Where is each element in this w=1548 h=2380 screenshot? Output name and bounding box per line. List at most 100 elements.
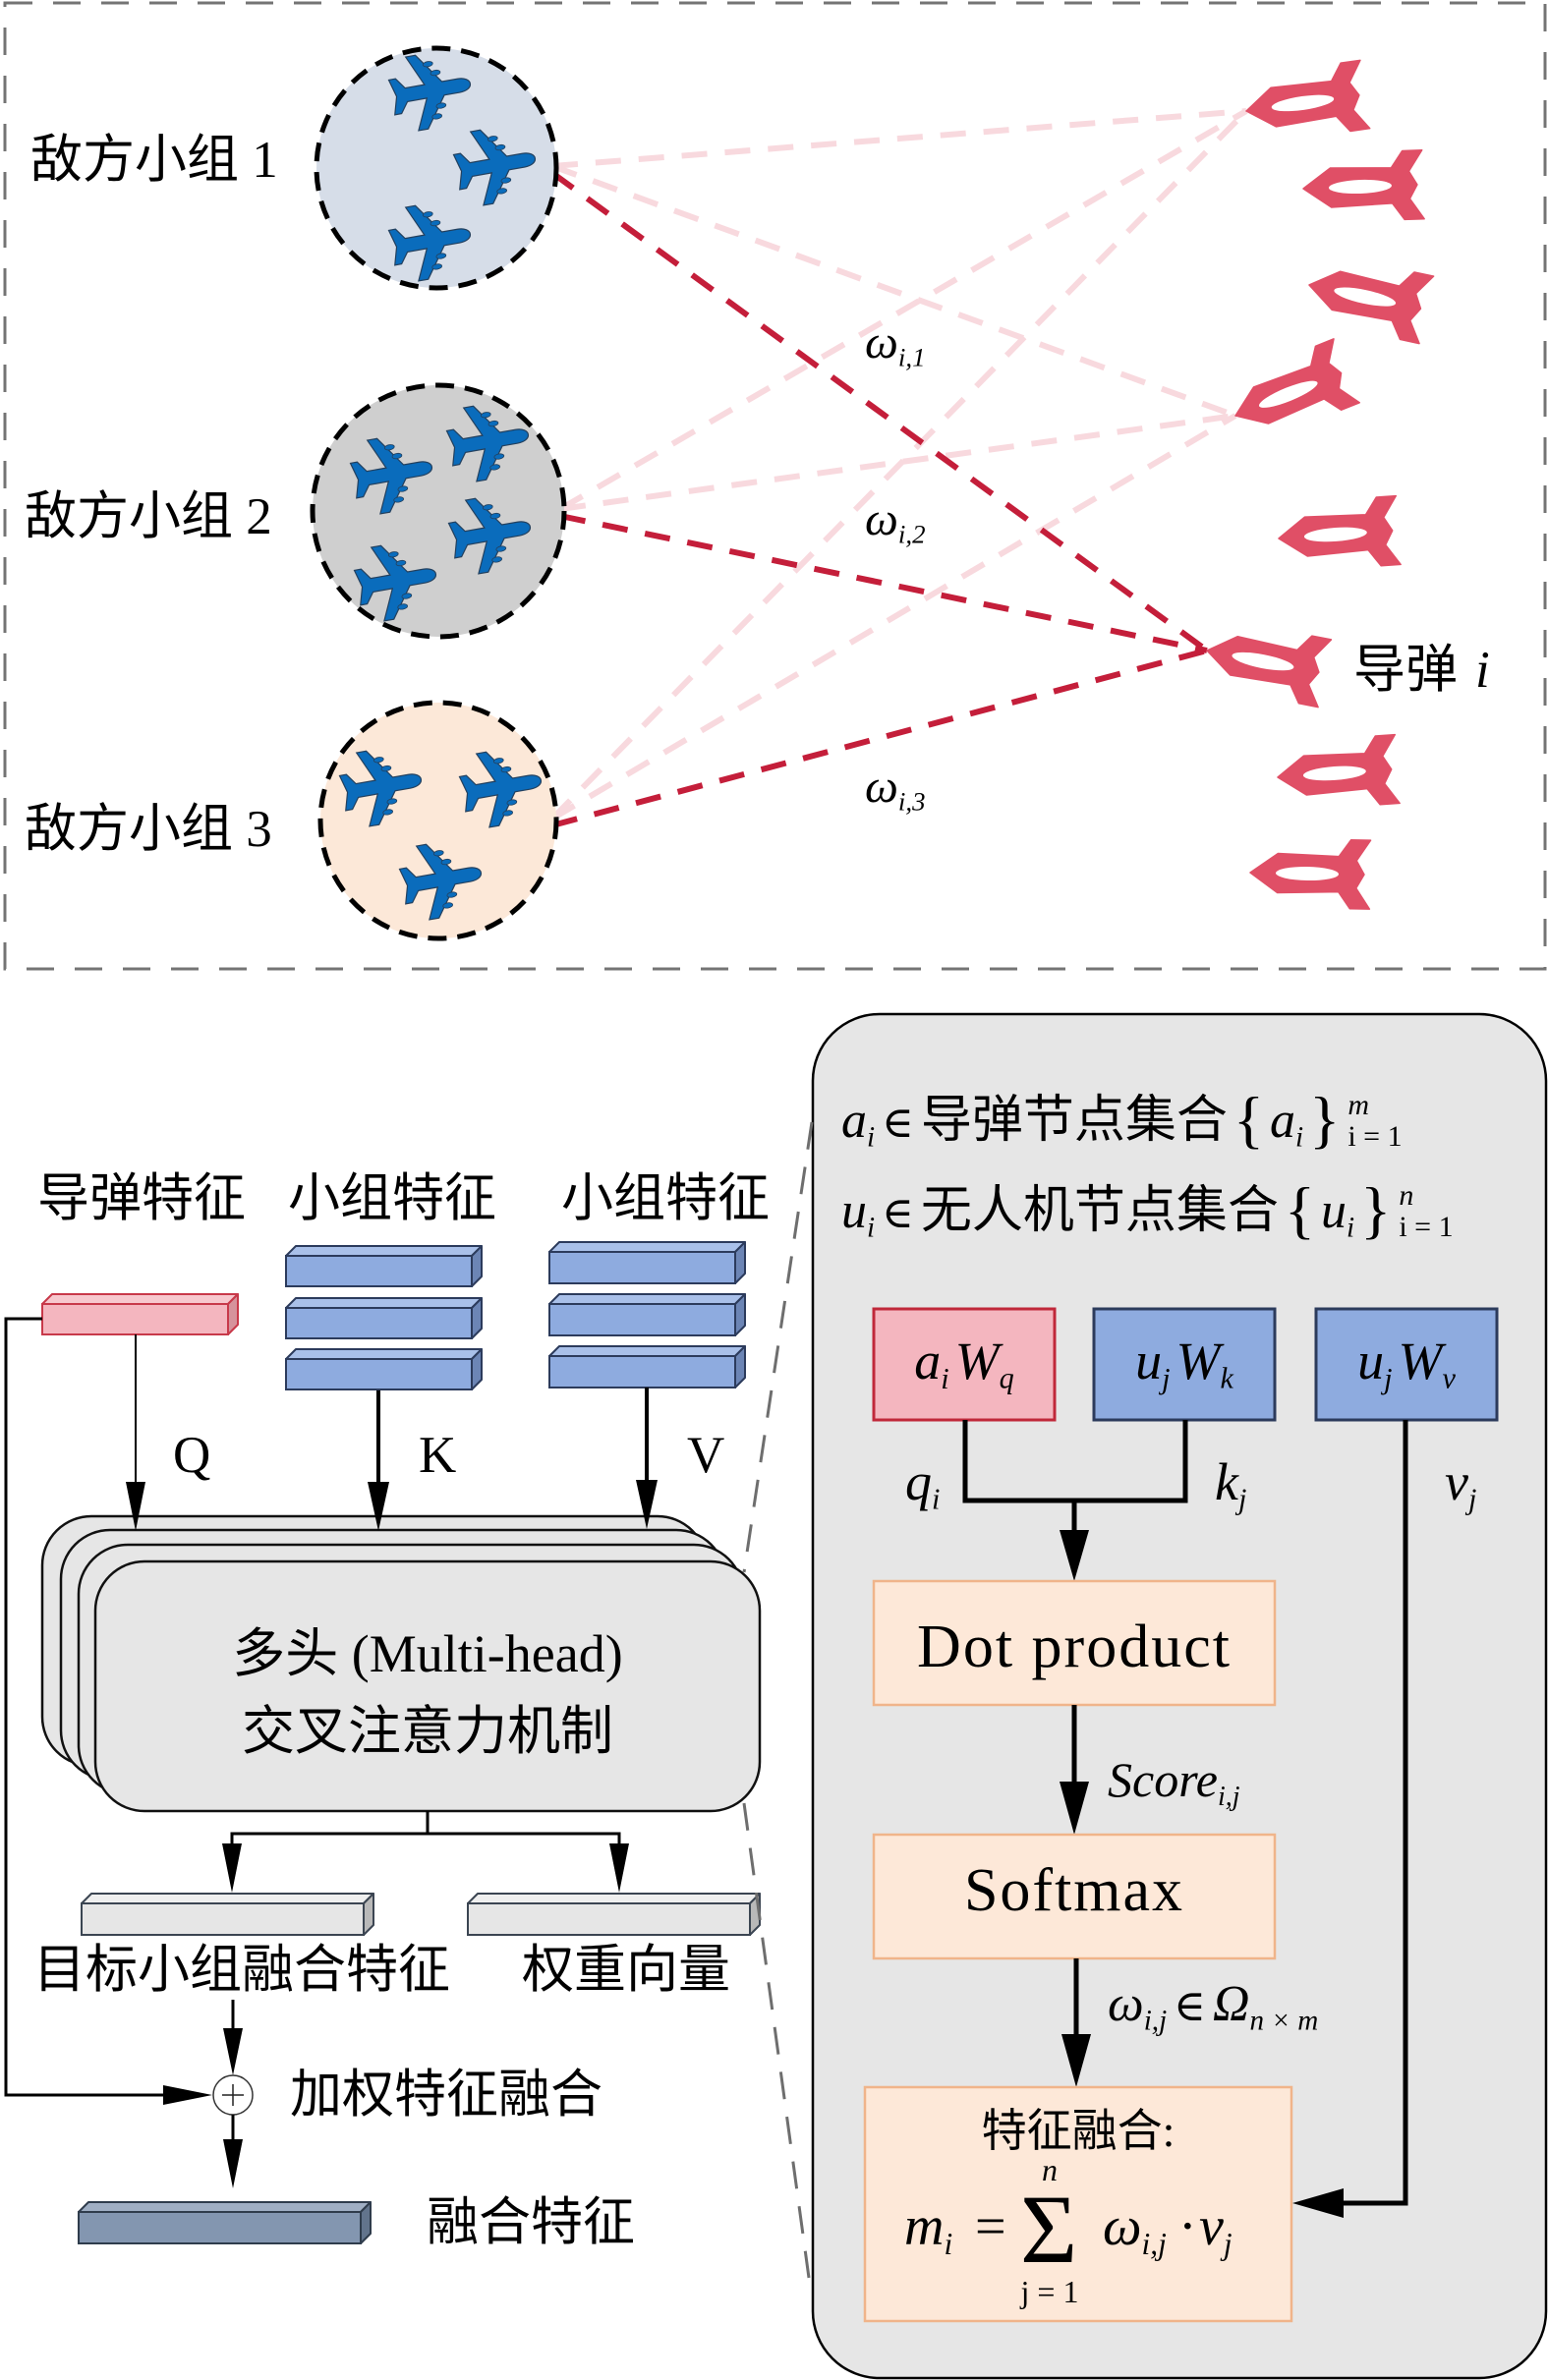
aircraft-engine (495, 545, 507, 552)
missile-icon (1249, 839, 1372, 910)
missile-window (1303, 527, 1367, 542)
set-upper-bound: n (1399, 1179, 1414, 1213)
arrow-head (126, 1482, 145, 1531)
weight-label-group-1: ωi,1 (865, 313, 926, 372)
aircraft-icon (445, 405, 530, 482)
aircraft-silhouette (387, 54, 472, 132)
set-lower-bound: i = 1 (1399, 1211, 1454, 1244)
aircraft-silhouette (447, 497, 532, 575)
weight-set-dims: n × m (1249, 2005, 1319, 2037)
set-var: u (1321, 1183, 1347, 1240)
bar-top-face (285, 1297, 483, 1309)
term-var: ω (1103, 2196, 1142, 2257)
weight-vector-bar (467, 1893, 761, 1936)
residual-arrow-head (163, 2085, 212, 2105)
group-feature-vector-value (548, 1345, 746, 1388)
target-missile-text: 导弹 (1353, 642, 1458, 699)
formula-dot: · (1178, 2196, 1197, 2257)
proj-vector: u (1135, 1332, 1163, 1390)
aircraft-engine (446, 891, 458, 898)
weighted-sum-operator-icon (212, 2074, 254, 2116)
arrow-head (636, 1480, 658, 1529)
arrow-head (1060, 1782, 1089, 1835)
formula-lhs: mi (904, 2195, 952, 2259)
value-sub: j (1223, 2227, 1233, 2262)
weak-link-line (549, 108, 1249, 822)
set-close-brace: } (1360, 1175, 1392, 1246)
aircraft-engine (500, 765, 512, 773)
aircraft-engine (494, 143, 506, 151)
aircraft-engine (387, 551, 399, 558)
set-var-index: i (1295, 1121, 1304, 1154)
bar-front-face (548, 1251, 736, 1284)
to-weight-vector-arrow (609, 1834, 629, 1893)
aircraft-engine (442, 902, 454, 909)
bar-top-face (285, 1245, 483, 1257)
strong-link-line (551, 648, 1208, 828)
query-stream-label: Q (173, 1427, 211, 1484)
attention-head-front-box (93, 1559, 762, 1813)
arrow-head (368, 1482, 389, 1531)
aircraft-engine (395, 559, 407, 567)
summation-lower-limit: j = 1 (1020, 2274, 1079, 2309)
proj-vector-sub: j (1162, 1361, 1171, 1395)
arrow-head (223, 2139, 243, 2188)
fusion-formula: mi = Σ n j = 1 ωi,j · vj (865, 2152, 1291, 2319)
output-sub: j (1237, 1482, 1247, 1516)
output-var: v (1445, 1452, 1468, 1511)
enemy-group-3-label: 敌方小组 3 (25, 801, 272, 858)
group-feature-vector-value (548, 1293, 746, 1336)
aircraft-icon (338, 750, 423, 827)
missile-icon (1277, 733, 1401, 806)
group-feature-vector-key (285, 1245, 483, 1287)
proj-vector: u (1357, 1332, 1385, 1390)
value-projection-box (1314, 1307, 1499, 1422)
strong-link-line (559, 513, 1208, 653)
to-fused-feature-arrow (223, 2115, 243, 2188)
set-var-index: i (1347, 1212, 1355, 1244)
missile-feature-label: 导弹特征 (37, 1170, 246, 1227)
query-output-label: qi (905, 1450, 940, 1514)
aircraft-engine (432, 850, 444, 857)
missile-window (1258, 380, 1318, 408)
key-projection-box (1092, 1307, 1277, 1422)
weight-subscript: i,3 (897, 786, 926, 817)
aircraft-engine (382, 809, 394, 816)
aircraft-silhouette (398, 843, 483, 921)
bar-front-face (467, 1902, 751, 1936)
operator-plus (222, 2084, 244, 2106)
value-path-line (1337, 1420, 1408, 2206)
bar-top-face (285, 1348, 483, 1360)
aircraft-engine (435, 253, 447, 259)
value-output-label: vj (1445, 1450, 1476, 1514)
aircraft-engine (500, 177, 512, 184)
target-missile-icon (1206, 635, 1333, 708)
aircraft-engine (397, 485, 409, 492)
set-var: a (1270, 1093, 1296, 1150)
to-fused-group-feature-arrow (222, 1834, 242, 1893)
set-close-brace: } (1309, 1085, 1341, 1156)
bar-front-face (548, 1355, 736, 1388)
aircraft-icon (458, 751, 543, 828)
zoom-connector-bottom (742, 1802, 811, 2279)
bar-front-face (41, 1303, 229, 1335)
group-feature-label-value: 小组特征 (561, 1170, 770, 1227)
weak-link-line (550, 163, 1237, 419)
aircraft-icon (452, 129, 537, 206)
aircraft-engine (502, 810, 514, 817)
proj-vector-sub: j (1384, 1361, 1393, 1395)
aircraft-engine (480, 412, 491, 419)
missile-window (1302, 765, 1366, 781)
aircraft-engine (440, 858, 452, 866)
formula-weight-term: ωi,j (1103, 2195, 1167, 2259)
weight-symbol: ω (865, 316, 898, 368)
missile-window (1271, 94, 1335, 112)
aircraft-silhouette (458, 751, 543, 828)
arrow-head (222, 1843, 242, 1893)
output-var: q (905, 1452, 932, 1511)
bar-front-face (285, 1307, 473, 1339)
aircraft-silhouette (387, 204, 472, 282)
